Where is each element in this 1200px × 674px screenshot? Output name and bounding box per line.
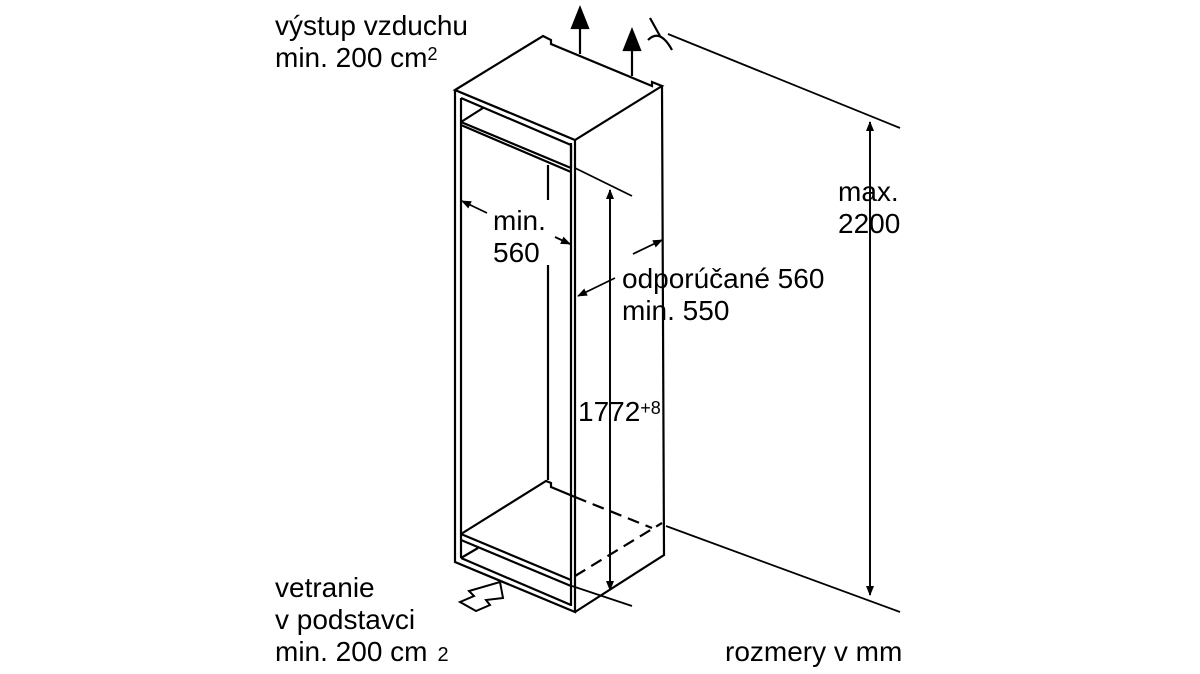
- base-vent-area: min. 200 cm: [275, 636, 428, 667]
- air-outlet-exponent: 2: [427, 44, 438, 64]
- base-vent-line3: min. 200 cm 2: [275, 636, 449, 671]
- height-tolerance: +8: [640, 398, 661, 418]
- max-height-line1: max.: [838, 176, 899, 207]
- height-value: 1772: [578, 396, 641, 427]
- niche-depth-label: odporúčané 560 min. 550: [622, 263, 824, 327]
- width-min-line1: min.: [493, 205, 546, 236]
- air-outlet-area: min. 200 cm: [275, 42, 428, 73]
- max-height-label: max. 2200: [838, 176, 900, 240]
- base-vent-line2: v podstavci: [275, 604, 416, 635]
- base-vent-label: vetranie v podstavci min. 200 cm 2: [275, 572, 449, 671]
- hidden-lines: [574, 495, 663, 577]
- air-outlet-arrows-icon: [570, 5, 642, 76]
- base-vent-line1: vetranie: [275, 572, 375, 603]
- cabinet-top: [452, 34, 665, 142]
- units-note: rozmery v mm: [725, 636, 903, 667]
- niche-top-symbol-icon: [647, 17, 673, 51]
- depth-line2: min. 550: [622, 295, 730, 326]
- base-vent-exponent: 2: [437, 644, 449, 666]
- air-outlet-line1: výstup vzduchu: [275, 10, 468, 41]
- air-outlet-label: výstup vzduchu min. 200 cm2: [275, 10, 468, 74]
- depth-line1: odporúčané 560: [622, 263, 825, 294]
- niche-width-label: min. 560: [493, 205, 546, 269]
- dimension-lines: [461, 33, 901, 613]
- cabinet-body: [453, 85, 666, 614]
- max-height-line2: 2200: [838, 208, 901, 239]
- width-min-line2: 560: [493, 237, 540, 268]
- air-outlet-line2: min. 200 cm2: [275, 42, 468, 74]
- base-vent-arrow-icon: [457, 580, 505, 613]
- niche-height-label: 1772+8: [578, 396, 661, 428]
